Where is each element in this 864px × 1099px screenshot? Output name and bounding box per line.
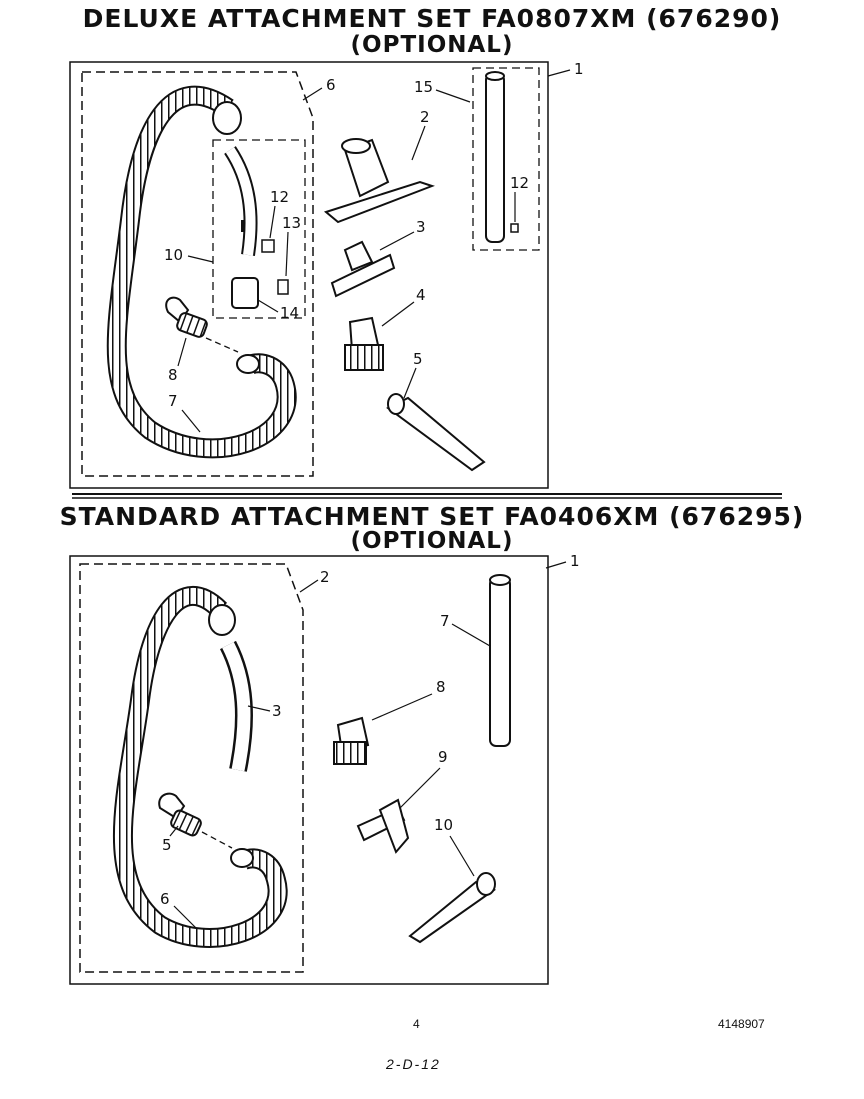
deluxe-section: 1 2 3 4 5 6 7 8 10 12 13 14 15 xyxy=(69,60,584,489)
standard-set-title: STANDARD ATTACHMENT SET FA0406XM (676295… xyxy=(59,502,805,531)
callout-1: 1 xyxy=(570,552,580,570)
deluxe-hose-group-box xyxy=(81,71,314,477)
deluxe-set-subtitle: (OPTIONAL) xyxy=(350,32,514,58)
callout-8: 8 xyxy=(436,678,446,696)
standard-crevice-tool xyxy=(408,872,497,944)
callout-7: 7 xyxy=(168,392,178,410)
callout-14: 14 xyxy=(280,304,299,322)
standard-hose xyxy=(112,586,288,948)
callout-8: 8 xyxy=(168,366,178,384)
deluxe-set-title: DELUXE ATTACHMENT SET FA0807XM (676290) xyxy=(82,4,782,33)
deluxe-curved-wand xyxy=(224,146,289,309)
standard-swivel-fitting xyxy=(158,792,233,849)
document-number: 4148907 xyxy=(718,1017,765,1031)
standard-section: 1 2 3 5 6 7 8 9 10 xyxy=(69,552,580,985)
deluxe-crevice-tool xyxy=(386,393,486,472)
standard-extension-wand xyxy=(489,574,511,747)
deluxe-extension-wand xyxy=(485,71,519,243)
deluxe-callouts: 1 2 3 4 5 6 7 8 10 12 13 14 15 xyxy=(164,60,584,433)
handwritten-code: 2-D-12 xyxy=(386,1056,441,1072)
callout-5: 5 xyxy=(413,350,423,368)
callout-10: 10 xyxy=(434,816,453,834)
standard-upholstery-tool xyxy=(356,798,410,854)
callout-4: 4 xyxy=(416,286,426,304)
callout-6: 6 xyxy=(326,76,336,94)
deluxe-upholstery-tool xyxy=(330,240,396,298)
standard-outer-box xyxy=(69,555,549,985)
callout-2: 2 xyxy=(420,108,430,126)
deluxe-hose xyxy=(106,85,297,459)
callout-6: 6 xyxy=(160,890,170,908)
callout-5: 5 xyxy=(162,836,172,854)
callout-13: 13 xyxy=(282,214,301,232)
callout-12-adapter: 12 xyxy=(270,188,289,206)
deluxe-wand-group-box xyxy=(472,67,540,251)
standard-hose-group-box xyxy=(79,563,304,973)
standard-curved-wand xyxy=(219,640,253,772)
callout-12-wand: 12 xyxy=(510,174,529,192)
standard-callouts: 1 2 3 5 6 7 8 9 10 xyxy=(160,552,580,929)
deluxe-adapter-group-box xyxy=(212,139,306,319)
callout-1: 1 xyxy=(574,60,584,78)
deluxe-floor-nozzle xyxy=(323,138,435,224)
deluxe-swivel-fitting xyxy=(165,296,239,353)
deluxe-outer-box xyxy=(69,61,549,489)
standard-set-subtitle: (OPTIONAL) xyxy=(350,528,514,554)
standard-dusting-brush xyxy=(333,716,370,765)
callout-3: 3 xyxy=(416,218,426,236)
callout-15: 15 xyxy=(414,78,433,96)
deluxe-dusting-brush xyxy=(344,316,384,371)
callout-10: 10 xyxy=(164,246,183,264)
callout-7: 7 xyxy=(440,612,450,630)
page-number: 4 xyxy=(413,1017,420,1031)
callout-2: 2 xyxy=(320,568,330,586)
callout-9: 9 xyxy=(438,748,448,766)
callout-3: 3 xyxy=(272,702,282,720)
